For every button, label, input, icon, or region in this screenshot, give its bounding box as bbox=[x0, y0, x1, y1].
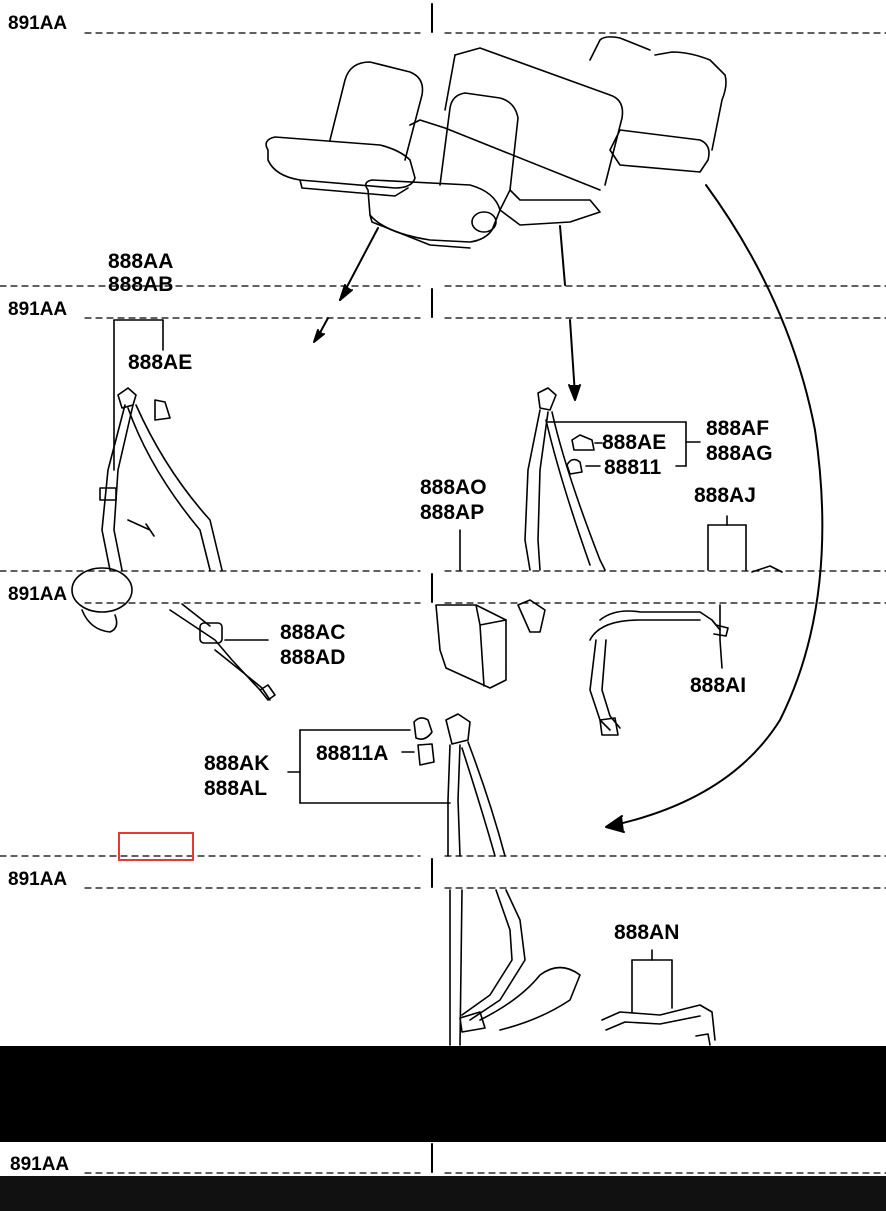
part-label-888aj[interactable]: 888AJ bbox=[694, 484, 756, 507]
part-label-888ab[interactable]: 888AB bbox=[108, 273, 174, 296]
part-label-888ae-right[interactable]: 888AE bbox=[602, 431, 667, 454]
part-label-888an[interactable]: 888AN bbox=[614, 921, 680, 944]
part-label-888ad[interactable]: 888AD bbox=[280, 646, 346, 669]
part-label-888ai[interactable]: 888AI bbox=[690, 674, 747, 697]
scan-band-dark bbox=[0, 1176, 886, 1211]
section-code-label: 891AA bbox=[8, 869, 68, 890]
center-seat-belt bbox=[435, 387, 783, 736]
part-label-888ao[interactable]: 888AO bbox=[420, 476, 487, 499]
part-label-88811a[interactable]: 88811A bbox=[316, 742, 389, 765]
part-label-888af[interactable]: 888AF bbox=[706, 417, 770, 440]
leader-arrows bbox=[313, 184, 824, 833]
section-code-label: 891AA bbox=[8, 584, 68, 605]
rear-seat-belt bbox=[287, 713, 716, 1046]
part-label-888ac[interactable]: 888AC bbox=[280, 621, 346, 644]
tile-seams bbox=[0, 32, 886, 1174]
part-label-888aa[interactable]: 888AA bbox=[108, 250, 174, 273]
scan-band-dark bbox=[0, 1046, 886, 1142]
part-label-888ap[interactable]: 888AP bbox=[420, 501, 485, 524]
part-label-888ag[interactable]: 888AG bbox=[706, 442, 773, 465]
left-seat-belt bbox=[71, 319, 276, 701]
part-label-888ae-left[interactable]: 888AE bbox=[128, 351, 193, 374]
section-code-label: 891AA bbox=[8, 299, 68, 320]
part-label-88811[interactable]: 88811 bbox=[604, 456, 662, 479]
selection-highlight-box[interactable] bbox=[118, 832, 194, 861]
section-code-label: 891AA bbox=[8, 13, 68, 34]
part-label-888ak[interactable]: 888AK bbox=[204, 752, 270, 775]
seats-overview bbox=[265, 36, 727, 249]
part-label-888al[interactable]: 888AL bbox=[204, 777, 268, 800]
section-code-label: 891AA bbox=[8, 1154, 72, 1175]
